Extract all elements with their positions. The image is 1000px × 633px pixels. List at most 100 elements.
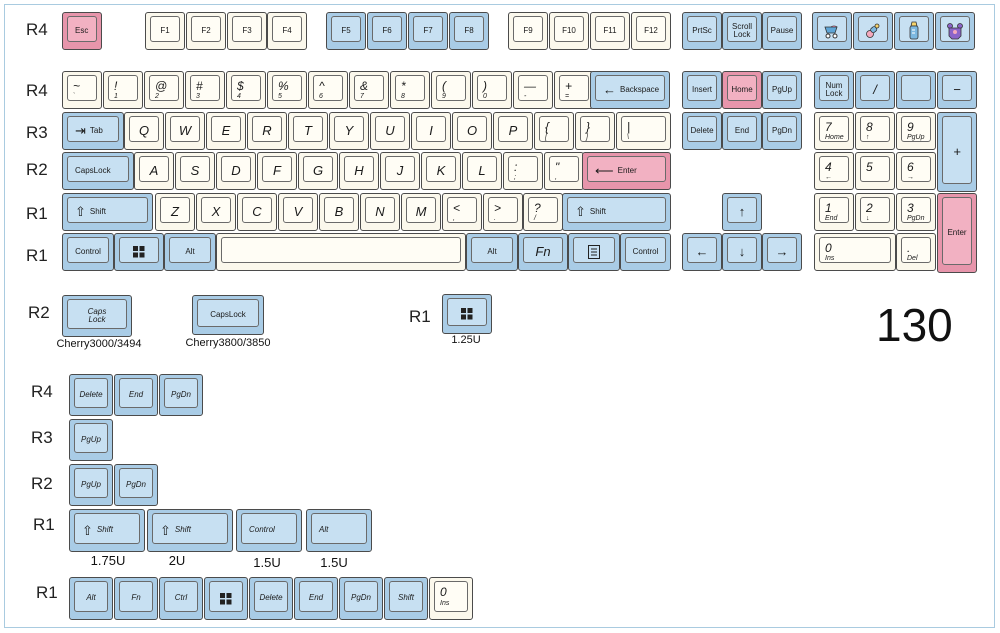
legend-text: F11: [603, 25, 617, 35]
legend-text: F5: [341, 25, 351, 35]
key-legend: PgDn: [160, 375, 202, 415]
legend-bottom: .: [494, 214, 496, 222]
key-number-12: +=: [554, 71, 594, 109]
key-number-7: &7: [349, 71, 389, 109]
key-legend: S: [176, 153, 214, 189]
key-legend: Alt: [70, 578, 112, 619]
keycap-top: [819, 237, 891, 263]
legend-bottom: ,: [555, 173, 557, 181]
key-h: H: [339, 152, 379, 190]
legend-top: >: [494, 201, 502, 215]
key-legend: PgDn: [763, 113, 801, 149]
keycap-top: [636, 16, 666, 42]
key-legend: Ctrl: [160, 578, 202, 619]
keycap-top: [344, 581, 378, 612]
keycap-top: [211, 116, 241, 142]
legend-text: Scroll Lock: [731, 21, 752, 39]
key-legend: +=: [555, 72, 593, 108]
shift-arrow-icon: ⇧: [75, 204, 86, 220]
keycap-top: [74, 423, 108, 453]
keycap-top: [152, 513, 228, 544]
legend-text: Alt: [86, 593, 96, 603]
key-legend: Control: [63, 234, 113, 270]
legend-top: $: [237, 79, 244, 93]
key-novelty-4: [935, 12, 975, 50]
legend-top: !: [114, 79, 118, 93]
keycap-count: 130: [876, 299, 953, 351]
keycap-top: [119, 468, 153, 498]
legend-text: M: [415, 204, 427, 220]
key-legend: T: [289, 113, 327, 149]
key-legend: End: [295, 578, 337, 619]
legend-text: PgDn: [350, 593, 371, 603]
key-numpad-6: 6→: [896, 152, 936, 190]
key-legend: Delete: [70, 375, 112, 415]
key-legend: Scroll Lock: [723, 13, 761, 49]
baby-bottle-icon: [909, 21, 919, 40]
key-legend: F: [258, 153, 296, 189]
keycap-top: [539, 116, 569, 142]
keycap-top: [727, 197, 757, 223]
key-legend: ⇧Shift: [563, 194, 670, 230]
key-v: V: [278, 193, 318, 231]
key-r: R: [247, 112, 287, 150]
key-legend: Fn: [519, 234, 567, 270]
key-legend: E: [207, 113, 245, 149]
keycap-top: [625, 237, 666, 263]
legend-bottom: 9: [442, 92, 446, 100]
keycap-top: [67, 16, 97, 42]
legend-text: Control: [249, 525, 275, 535]
key-legend: F9: [509, 13, 547, 49]
key-number-10: )0: [472, 71, 512, 109]
keycap-top: [727, 75, 757, 101]
legend-text: CapsLock: [75, 165, 111, 175]
key-quote: ",: [544, 152, 584, 190]
key-legend: 6→: [897, 153, 935, 189]
legend-top: }: [586, 120, 591, 134]
key-legend: A: [135, 153, 173, 189]
key-legend: Z: [156, 194, 194, 230]
key-right-brace: }]: [575, 112, 615, 150]
key-w: W: [165, 112, 205, 150]
legend-text: F8: [464, 25, 474, 35]
key-extra-alt: Alt: [69, 577, 113, 620]
key-f10: F10: [549, 12, 589, 50]
key-legend: Alt: [467, 234, 517, 270]
key-legend: End: [723, 113, 761, 149]
key-f7: F7: [408, 12, 448, 50]
legend-top: %: [278, 79, 289, 93]
key-l: L: [462, 152, 502, 190]
key-legend: $4: [227, 72, 265, 108]
windows-icon: [133, 246, 145, 258]
keycap-top: [221, 237, 461, 263]
legend-top: ): [483, 79, 487, 93]
legend-text: Alt: [185, 246, 195, 256]
legend-text: Shift: [174, 525, 191, 535]
key-legend: Q: [125, 113, 163, 149]
keycap-top: [272, 75, 302, 101]
keycap-top: [160, 197, 190, 223]
legend-text: ←: [695, 244, 709, 260]
key-legend: Delete: [250, 578, 292, 619]
legend-top: |: [627, 120, 631, 134]
keycap-top: [67, 116, 119, 142]
enter-arrow-icon: ⟵: [595, 163, 614, 179]
legend-top: 9: [907, 120, 914, 134]
legend-text: N: [375, 204, 385, 220]
legend-bottom: 6: [319, 92, 323, 100]
keycap-top: [471, 237, 513, 263]
keycap-top: [434, 581, 468, 612]
legend-bottom: Del: [907, 254, 918, 262]
legend-bottom: ↓: [866, 214, 870, 222]
key-numpad-2: 2↓: [855, 193, 895, 231]
key-a: A: [134, 152, 174, 190]
caption-cherry3000: Cherry3000/3494: [56, 338, 142, 350]
key-legend: [443, 295, 491, 333]
legend-top: ": [555, 160, 560, 174]
key-legend: Num Lock: [815, 72, 853, 108]
key-esc: Esc: [62, 12, 102, 50]
legend-text: F10: [562, 25, 576, 35]
key-legend: P: [494, 113, 532, 149]
